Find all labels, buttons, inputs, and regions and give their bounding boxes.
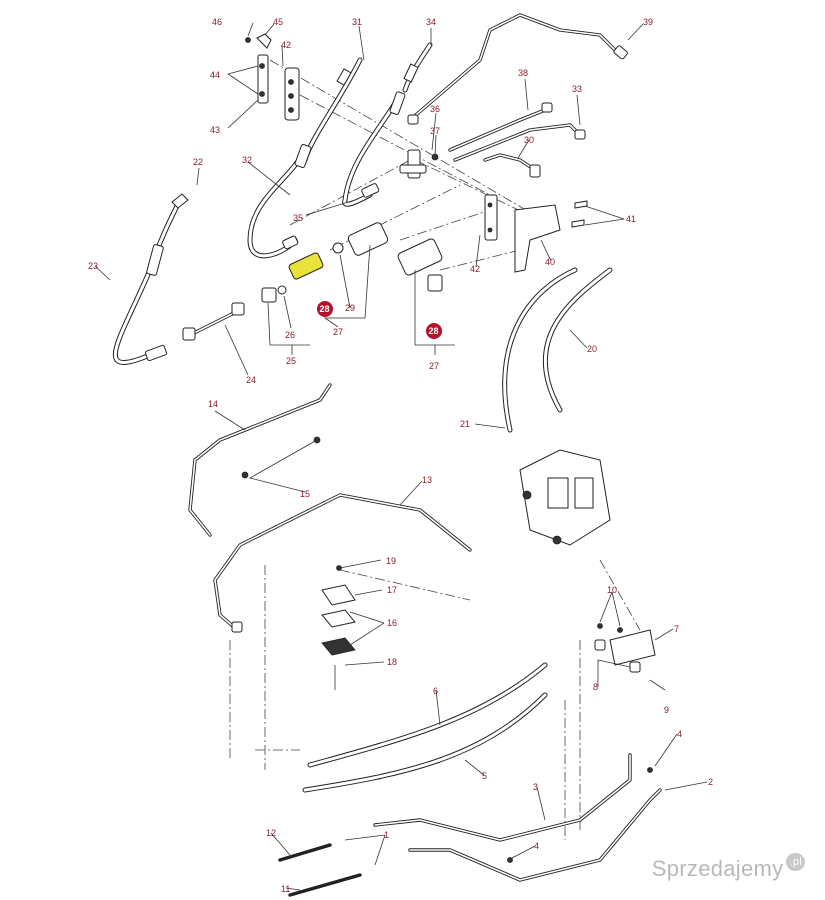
hose-35 — [342, 91, 406, 207]
callout-21: 21 — [460, 419, 470, 429]
callout-33: 33 — [572, 84, 582, 94]
callout-16: 16 — [387, 618, 397, 628]
callout-41: 41 — [626, 214, 636, 224]
badge-28-left-text: 28 — [320, 304, 330, 314]
callout-5: 5 — [482, 771, 487, 781]
tee-fitting-36-37 — [399, 114, 439, 179]
callout-36: 36 — [430, 104, 440, 114]
highlight-badge-28-right[interactable]: 28 — [426, 323, 442, 339]
callout-labels: 46 45 42 44 43 31 34 39 38 33 36 37 30 3… — [88, 17, 713, 894]
callout-42-right: 42 — [470, 264, 480, 274]
callout-44: 44 — [210, 70, 220, 80]
callout-10: 10 — [607, 585, 617, 595]
callout-6: 6 — [433, 686, 438, 696]
assembly-guide-lines — [229, 59, 641, 840]
callout-29: 29 — [345, 303, 355, 313]
callout-46: 46 — [212, 17, 222, 27]
hydraulic-lines-11-12 — [278, 843, 362, 897]
callout-25: 25 — [286, 356, 296, 366]
callout-27-left: 27 — [333, 327, 343, 337]
filter-assembly — [261, 222, 443, 303]
callout-12: 12 — [266, 828, 276, 838]
callout-7: 7 — [674, 624, 679, 634]
pipe-30 — [483, 153, 541, 178]
pipe-38 — [448, 102, 553, 152]
badge-28-right-text: 28 — [429, 326, 439, 336]
callout-35: 35 — [293, 213, 303, 223]
callout-27-right: 27 — [429, 361, 439, 371]
callout-4-bottom: 4 — [534, 841, 539, 851]
pipe-2 — [408, 788, 662, 882]
clamp-parts — [241, 436, 356, 690]
callout-13: 13 — [422, 475, 432, 485]
callout-26: 26 — [285, 330, 295, 340]
callout-11: 11 — [281, 884, 290, 894]
callout-43: 43 — [210, 125, 220, 135]
callout-8: 8 — [593, 682, 598, 692]
callout-40: 40 — [545, 257, 555, 267]
callout-18: 18 — [387, 657, 397, 667]
callout-30: 30 — [524, 135, 534, 145]
hose-21 — [502, 267, 578, 433]
callout-38: 38 — [518, 68, 528, 78]
hose-32 — [247, 144, 312, 259]
callout-14: 14 — [208, 399, 218, 409]
callout-34: 34 — [426, 17, 436, 27]
callout-23: 23 — [88, 261, 98, 271]
hose-5 — [302, 692, 548, 793]
pipe-33 — [453, 123, 586, 162]
callout-31: 31 — [352, 17, 362, 27]
hose-31 — [302, 57, 363, 163]
hose-34 — [402, 42, 433, 93]
leader-lines — [94, 22, 708, 891]
callout-20: 20 — [587, 344, 597, 354]
callout-1: 1 — [384, 830, 389, 840]
pipe-13 — [213, 493, 472, 633]
pipe-39 — [408, 13, 628, 122]
callout-22: 22 — [193, 157, 203, 167]
hose-20 — [542, 267, 613, 413]
plate-assembly-7 — [507, 623, 666, 863]
callout-24: 24 — [246, 375, 256, 385]
callout-42-top: 42 — [281, 40, 291, 50]
hose-23 — [112, 193, 189, 365]
callout-4-top: 4 — [677, 729, 682, 739]
callout-39: 39 — [643, 17, 653, 27]
bracket-assembly-40 — [484, 194, 588, 273]
watermark-text: Sprzedajemy — [651, 856, 784, 881]
callout-2: 2 — [708, 777, 713, 787]
callout-19: 19 — [386, 556, 396, 566]
callout-37: 37 — [430, 126, 440, 136]
callout-9: 9 — [664, 705, 669, 715]
callout-15: 15 — [300, 489, 310, 499]
callout-32: 32 — [242, 155, 252, 165]
highlight-badge-28-left[interactable]: 28 — [317, 301, 333, 317]
callout-3: 3 — [533, 782, 538, 792]
callout-45: 45 — [273, 17, 283, 27]
pipe-14 — [188, 383, 332, 537]
bracket-assembly-top-left — [245, 33, 300, 121]
watermark: Sprzedajemy.pl — [651, 853, 805, 882]
hose-6 — [307, 662, 548, 768]
control-valve-block — [519, 449, 611, 546]
pipe-24 — [182, 302, 245, 341]
callout-17: 17 — [387, 585, 397, 595]
watermark-suffix: .pl — [786, 853, 805, 871]
pipe-3 — [373, 753, 632, 842]
